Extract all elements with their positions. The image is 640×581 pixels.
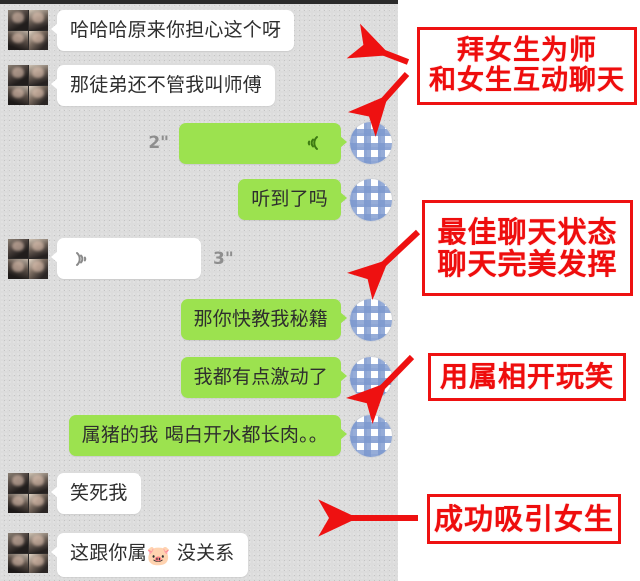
message-row-incoming: 那徒弟还不管我叫师傅 [8, 65, 276, 107]
annotation-box-2: 最佳聊天状态 聊天完美发挥 [422, 200, 633, 296]
message-row-incoming: 3" [8, 238, 234, 279]
annotation-line: 聊天完美发挥 [437, 247, 618, 281]
message-bubble[interactable]: 我都有点激动了 [180, 357, 348, 399]
message-row-outgoing: 我都有点激动了 [180, 357, 392, 399]
message-bubble[interactable]: 那你快教我秘籍 [180, 299, 348, 341]
annotation-box-3: 用属相开玩笑 [428, 353, 626, 401]
message-bubble[interactable]: 那徒弟还不管我叫师傅 [50, 65, 276, 107]
message-row-outgoing: 2" [148, 122, 392, 164]
avatar-contact[interactable] [8, 473, 48, 513]
voice-message-bubble[interactable] [179, 122, 347, 164]
message-text: 那你快教我秘籍 [193, 308, 328, 330]
avatar-self[interactable] [350, 415, 392, 457]
message-bubble[interactable]: 笑死我 [51, 473, 141, 515]
voice-duration: 2" [148, 133, 169, 153]
annotation-line: 和女生互动聊天 [429, 65, 625, 96]
message-bubble[interactable]: 属猪的我 喝白开水都长肉。。 [68, 415, 348, 457]
avatar-contact[interactable] [8, 533, 48, 573]
annotation-box-4: 成功吸引女生 [427, 494, 621, 544]
message-text: 听到了吗 [251, 188, 328, 210]
avatar-contact[interactable] [8, 65, 48, 105]
chat-panel: 哈哈哈原来你担心这个呀 那徒弟还不管我叫师傅 2" [0, 0, 398, 581]
message-row-incoming: 这跟你属🐷 没关系 [8, 533, 248, 578]
message-text: 笑死我 [70, 482, 128, 504]
message-row-outgoing: 属猪的我 喝白开水都长肉。。 [68, 415, 392, 457]
avatar-self[interactable] [350, 299, 392, 341]
message-row-outgoing: 那你快教我秘籍 [180, 299, 392, 341]
annotation-line: 用属相开玩笑 [439, 360, 614, 394]
message-text: 那徒弟还不管我叫师傅 [70, 74, 263, 96]
message-text-suffix: 没关系 [170, 542, 235, 564]
voice-duration: 3" [213, 248, 234, 269]
message-bubble[interactable]: 这跟你属🐷 没关系 [51, 533, 248, 578]
message-bubble[interactable]: 听到了吗 [238, 179, 347, 221]
avatar-self[interactable] [350, 357, 392, 399]
message-row-outgoing: 听到了吗 [238, 179, 392, 221]
message-text: 属猪的我 喝白开水都长肉。。 [81, 424, 328, 446]
avatar-self[interactable] [350, 122, 392, 164]
avatar-contact[interactable] [8, 10, 48, 50]
message-row-incoming: 哈哈哈原来你担心这个呀 [8, 10, 295, 52]
message-row-incoming: 笑死我 [8, 473, 141, 515]
annotation-line: 最佳聊天状态 [437, 214, 618, 249]
avatar-contact[interactable] [8, 238, 48, 279]
voice-message-bubble[interactable] [51, 238, 201, 279]
voice-wave-icon [76, 251, 87, 266]
status-bar [0, 0, 398, 4]
voice-wave-icon [307, 136, 318, 150]
annotation-line: 拜女生为师 [457, 34, 597, 66]
avatar-self[interactable] [350, 179, 392, 221]
annotation-line: 成功吸引女生 [433, 501, 614, 536]
annotation-box-1: 拜女生为师 和女生互动聊天 [417, 27, 637, 105]
message-text: 我都有点激动了 [193, 366, 328, 388]
message-text: 哈哈哈原来你担心这个呀 [70, 19, 282, 41]
pig-emoji-icon: 🐷 [146, 545, 171, 567]
message-text-prefix: 这跟你属 [70, 542, 147, 564]
message-bubble[interactable]: 哈哈哈原来你担心这个呀 [50, 10, 295, 52]
